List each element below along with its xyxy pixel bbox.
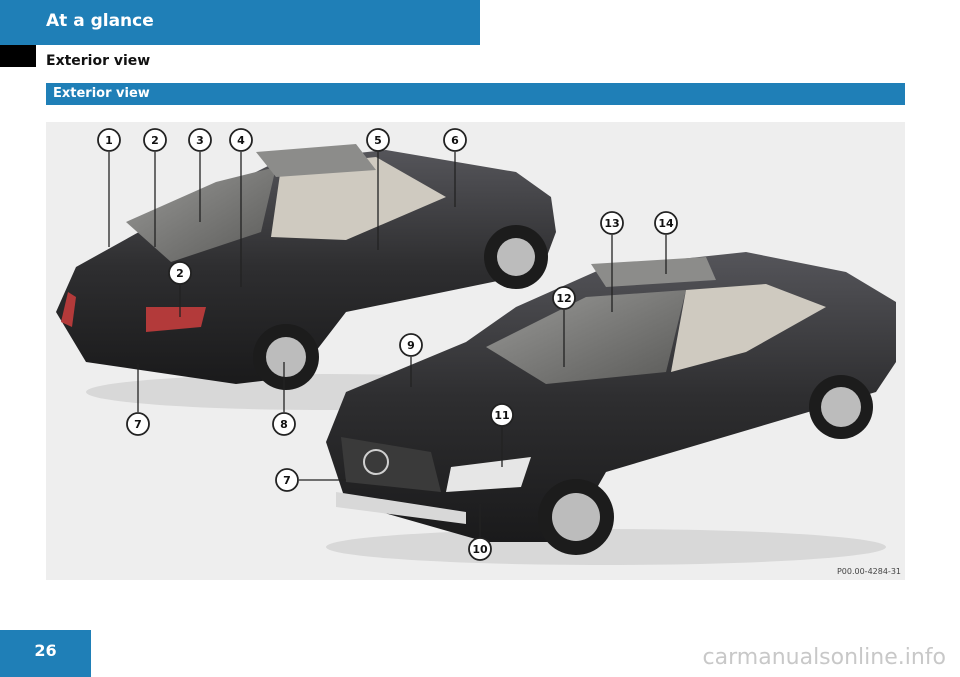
svg-text:14: 14 — [658, 217, 674, 230]
section-bar-label: Exterior view — [53, 86, 150, 101]
section-marker — [0, 45, 36, 67]
svg-text:8: 8 — [280, 418, 288, 431]
rear-car — [56, 144, 566, 410]
svg-text:9: 9 — [407, 339, 415, 352]
callout-12: 12 — [552, 286, 576, 310]
image-code: P00.00-4284-31 — [836, 567, 901, 576]
callout-14: 14 — [654, 211, 678, 235]
svg-text:12: 12 — [556, 292, 571, 305]
callout-8: 8 — [272, 412, 296, 436]
section-heading: Exterior view — [46, 53, 151, 69]
callout-7b: 7 — [275, 468, 299, 492]
watermark: carmanualsonline.info — [702, 645, 946, 670]
callout-7: 7 — [126, 412, 150, 436]
callout-9: 9 — [399, 333, 423, 357]
callout-13: 13 — [600, 211, 624, 235]
svg-text:7: 7 — [134, 418, 142, 431]
callout-11: 11 — [490, 403, 514, 427]
callout-1: 1 — [97, 128, 121, 152]
page-number: 26 — [34, 641, 57, 660]
front-car — [326, 252, 896, 565]
callout-6: 6 — [443, 128, 467, 152]
svg-text:3: 3 — [196, 134, 204, 147]
svg-text:10: 10 — [472, 543, 488, 556]
svg-text:1: 1 — [105, 134, 113, 147]
svg-text:2: 2 — [151, 134, 159, 147]
page-number-box: 26 — [0, 630, 91, 677]
header-tab: At a glance — [0, 0, 480, 45]
svg-text:4: 4 — [237, 134, 245, 147]
svg-text:2: 2 — [176, 267, 184, 280]
car-drawing: 1 2 3 4 5 6 2 7 8 9 12 13 14 11 7 10 — [56, 128, 896, 565]
car-illustration: 1 2 3 4 5 6 2 7 8 9 12 13 14 11 7 10 P00… — [46, 122, 905, 580]
callout-2: 2 — [143, 128, 167, 152]
callout-3: 3 — [188, 128, 212, 152]
callout-2b: 2 — [168, 261, 192, 285]
svg-text:5: 5 — [374, 134, 382, 147]
callout-5: 5 — [366, 128, 390, 152]
svg-text:7: 7 — [283, 474, 291, 487]
header-title: At a glance — [46, 11, 154, 31]
svg-text:11: 11 — [494, 409, 509, 422]
callout-10: 10 — [468, 537, 492, 561]
callout-4: 4 — [229, 128, 253, 152]
section-bar: Exterior view — [46, 83, 905, 105]
svg-text:6: 6 — [451, 134, 459, 147]
svg-text:13: 13 — [604, 217, 619, 230]
